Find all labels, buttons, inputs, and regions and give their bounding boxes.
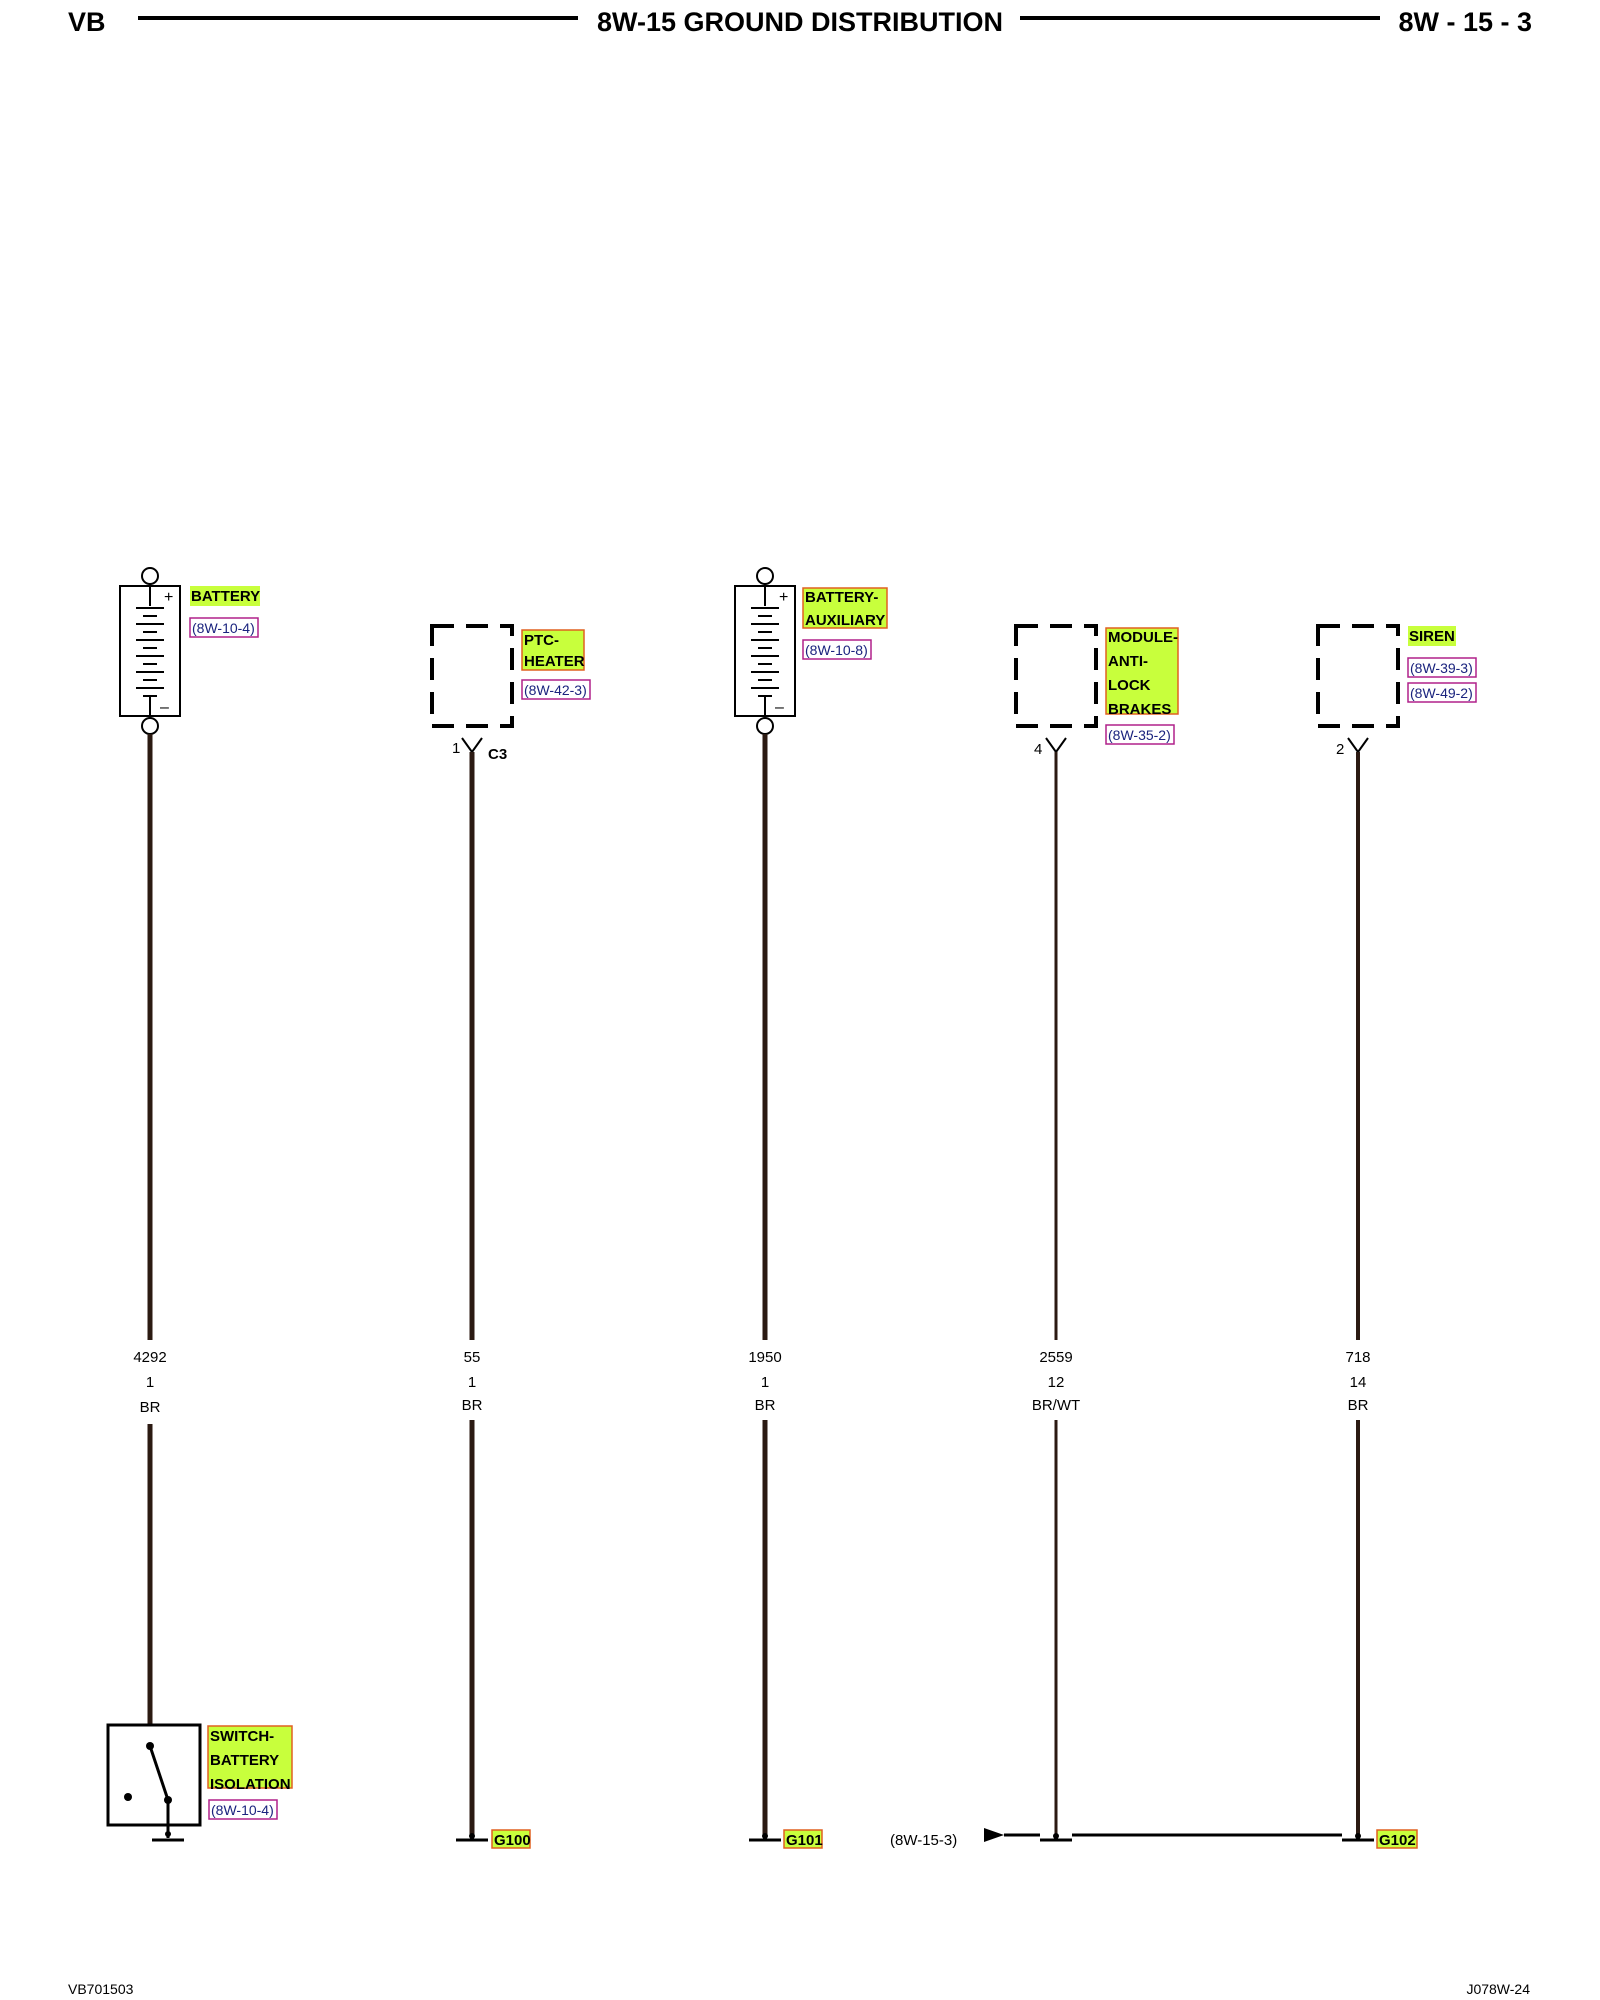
- battery-label-bg: [190, 586, 260, 606]
- footer-left: VB701503: [68, 1981, 134, 1997]
- ground-g102-symbol: [1342, 1833, 1374, 1842]
- battery-auxiliary-label-line2: AUXILIARY: [805, 612, 885, 629]
- siren-ref-1[interactable]: (8W-39-3): [1410, 660, 1473, 676]
- siren-pin-icon: [1347, 737, 1369, 754]
- ground-g100-label: G100: [494, 1832, 531, 1849]
- wire-55-color: BR: [462, 1397, 483, 1414]
- battery-ref[interactable]: (8W-10-4): [192, 620, 255, 636]
- wire-4292-color: BR: [140, 1399, 161, 1416]
- ground-g101-label: G101: [786, 1832, 823, 1849]
- switch-label-bg: [207, 1725, 293, 1789]
- ground-g100-symbol: [456, 1833, 488, 1842]
- battery-auxiliary-symbol[interactable]: + –: [734, 567, 796, 735]
- ptc-heater-pin-icon: [461, 737, 483, 754]
- battery-auxiliary-label-line1: BATTERY-: [805, 589, 878, 606]
- abs-module-ref[interactable]: (8W-35-2): [1108, 727, 1171, 743]
- ground-splice-2559-symbol: [1040, 1833, 1072, 1842]
- ground-g102-label: G102: [1379, 1832, 1416, 1849]
- switch-label-line1: SWITCH-: [210, 1728, 274, 1745]
- ptc-heater-ref[interactable]: (8W-42-3): [524, 682, 587, 698]
- offpage-arrow-icon: [984, 1828, 1004, 1842]
- abs-module-label-bg: [1105, 627, 1179, 715]
- abs-module-label-line1: MODULE-: [1108, 629, 1178, 646]
- switch-label-line2: BATTERY: [210, 1752, 279, 1769]
- siren-pin: 2: [1336, 741, 1344, 758]
- wire-1950-circuit: 1950: [748, 1349, 781, 1366]
- siren-box[interactable]: [1316, 624, 1400, 728]
- switch-ref-box: [208, 1799, 278, 1820]
- siren-ref-2[interactable]: (8W-49-2): [1410, 685, 1473, 701]
- wire-55-gauge: 1: [468, 1374, 476, 1391]
- abs-module-label-line4: BRAKES: [1108, 701, 1171, 718]
- battery-auxiliary-ref-box: [802, 639, 872, 660]
- battery-ref-box: [189, 617, 259, 638]
- wire-2559-gauge: 12: [1048, 1374, 1065, 1391]
- wire-1950-color: BR: [755, 1397, 776, 1414]
- ground-g101-label-bg: [783, 1829, 823, 1849]
- ptc-heater-connector: C3: [488, 746, 507, 763]
- wire-718-color: BR: [1348, 1397, 1369, 1414]
- siren-ref-box-1: [1407, 657, 1477, 678]
- wire-55-circuit: 55: [464, 1349, 481, 1366]
- wire-1950-gauge: 1: [761, 1374, 769, 1391]
- svg-text:–: –: [775, 699, 784, 716]
- siren-label: SIREN: [1409, 628, 1455, 645]
- ptc-heater-pin: 1: [452, 740, 460, 757]
- svg-text:–: –: [160, 699, 169, 716]
- wire-4292-gauge: 1: [146, 1374, 154, 1391]
- abs-module-box[interactable]: [1014, 624, 1098, 728]
- offpage-reference[interactable]: (8W-15-3): [890, 1832, 957, 1849]
- ptc-heater-label-line2: HEATER: [524, 653, 585, 670]
- header-right: 8W - 15 - 3: [1398, 7, 1532, 37]
- ground-g101-symbol: [749, 1833, 781, 1842]
- siren-label-bg: [1408, 626, 1456, 646]
- abs-module-label-line2: ANTI-: [1108, 653, 1148, 670]
- battery-auxiliary-ref[interactable]: (8W-10-8): [805, 642, 868, 658]
- wire-2559-color: BR/WT: [1032, 1397, 1080, 1414]
- wire-2559-circuit: 2559: [1039, 1349, 1072, 1366]
- siren-ref-box-2: [1407, 682, 1477, 703]
- footer-right: J078W-24: [1466, 1981, 1530, 1997]
- ptc-heater-box[interactable]: [430, 624, 514, 728]
- ptc-heater-ref-box: [521, 679, 591, 700]
- ground-g102-label-bg: [1376, 1829, 1418, 1849]
- page-title: 8W-15 GROUND DISTRIBUTION: [597, 7, 1003, 37]
- switch-label-line3: ISOLATION: [210, 1776, 291, 1793]
- isolation-switch-symbol[interactable]: [106, 1723, 202, 1842]
- abs-module-label-line3: LOCK: [1108, 677, 1151, 694]
- battery-label: BATTERY: [191, 588, 260, 605]
- wire-4292-circuit: 4292: [133, 1349, 166, 1366]
- abs-module-ref-box: [1105, 724, 1175, 745]
- battery-symbol[interactable]: + –: [119, 567, 181, 735]
- svg-text:+: +: [164, 589, 173, 606]
- ptc-heater-label-line1: PTC-: [524, 632, 559, 649]
- wire-718-circuit: 718: [1345, 1349, 1370, 1366]
- abs-module-pin-icon: [1045, 737, 1067, 754]
- battery-auxiliary-label-bg: [802, 587, 888, 629]
- abs-module-pin: 4: [1034, 741, 1042, 758]
- wire-718-gauge: 14: [1350, 1374, 1367, 1391]
- ptc-heater-label-bg: [521, 629, 585, 671]
- switch-ref[interactable]: (8W-10-4): [211, 1802, 274, 1818]
- svg-text:+: +: [779, 589, 788, 606]
- header-left: VB: [68, 7, 106, 37]
- ground-g100-label-bg: [491, 1829, 531, 1849]
